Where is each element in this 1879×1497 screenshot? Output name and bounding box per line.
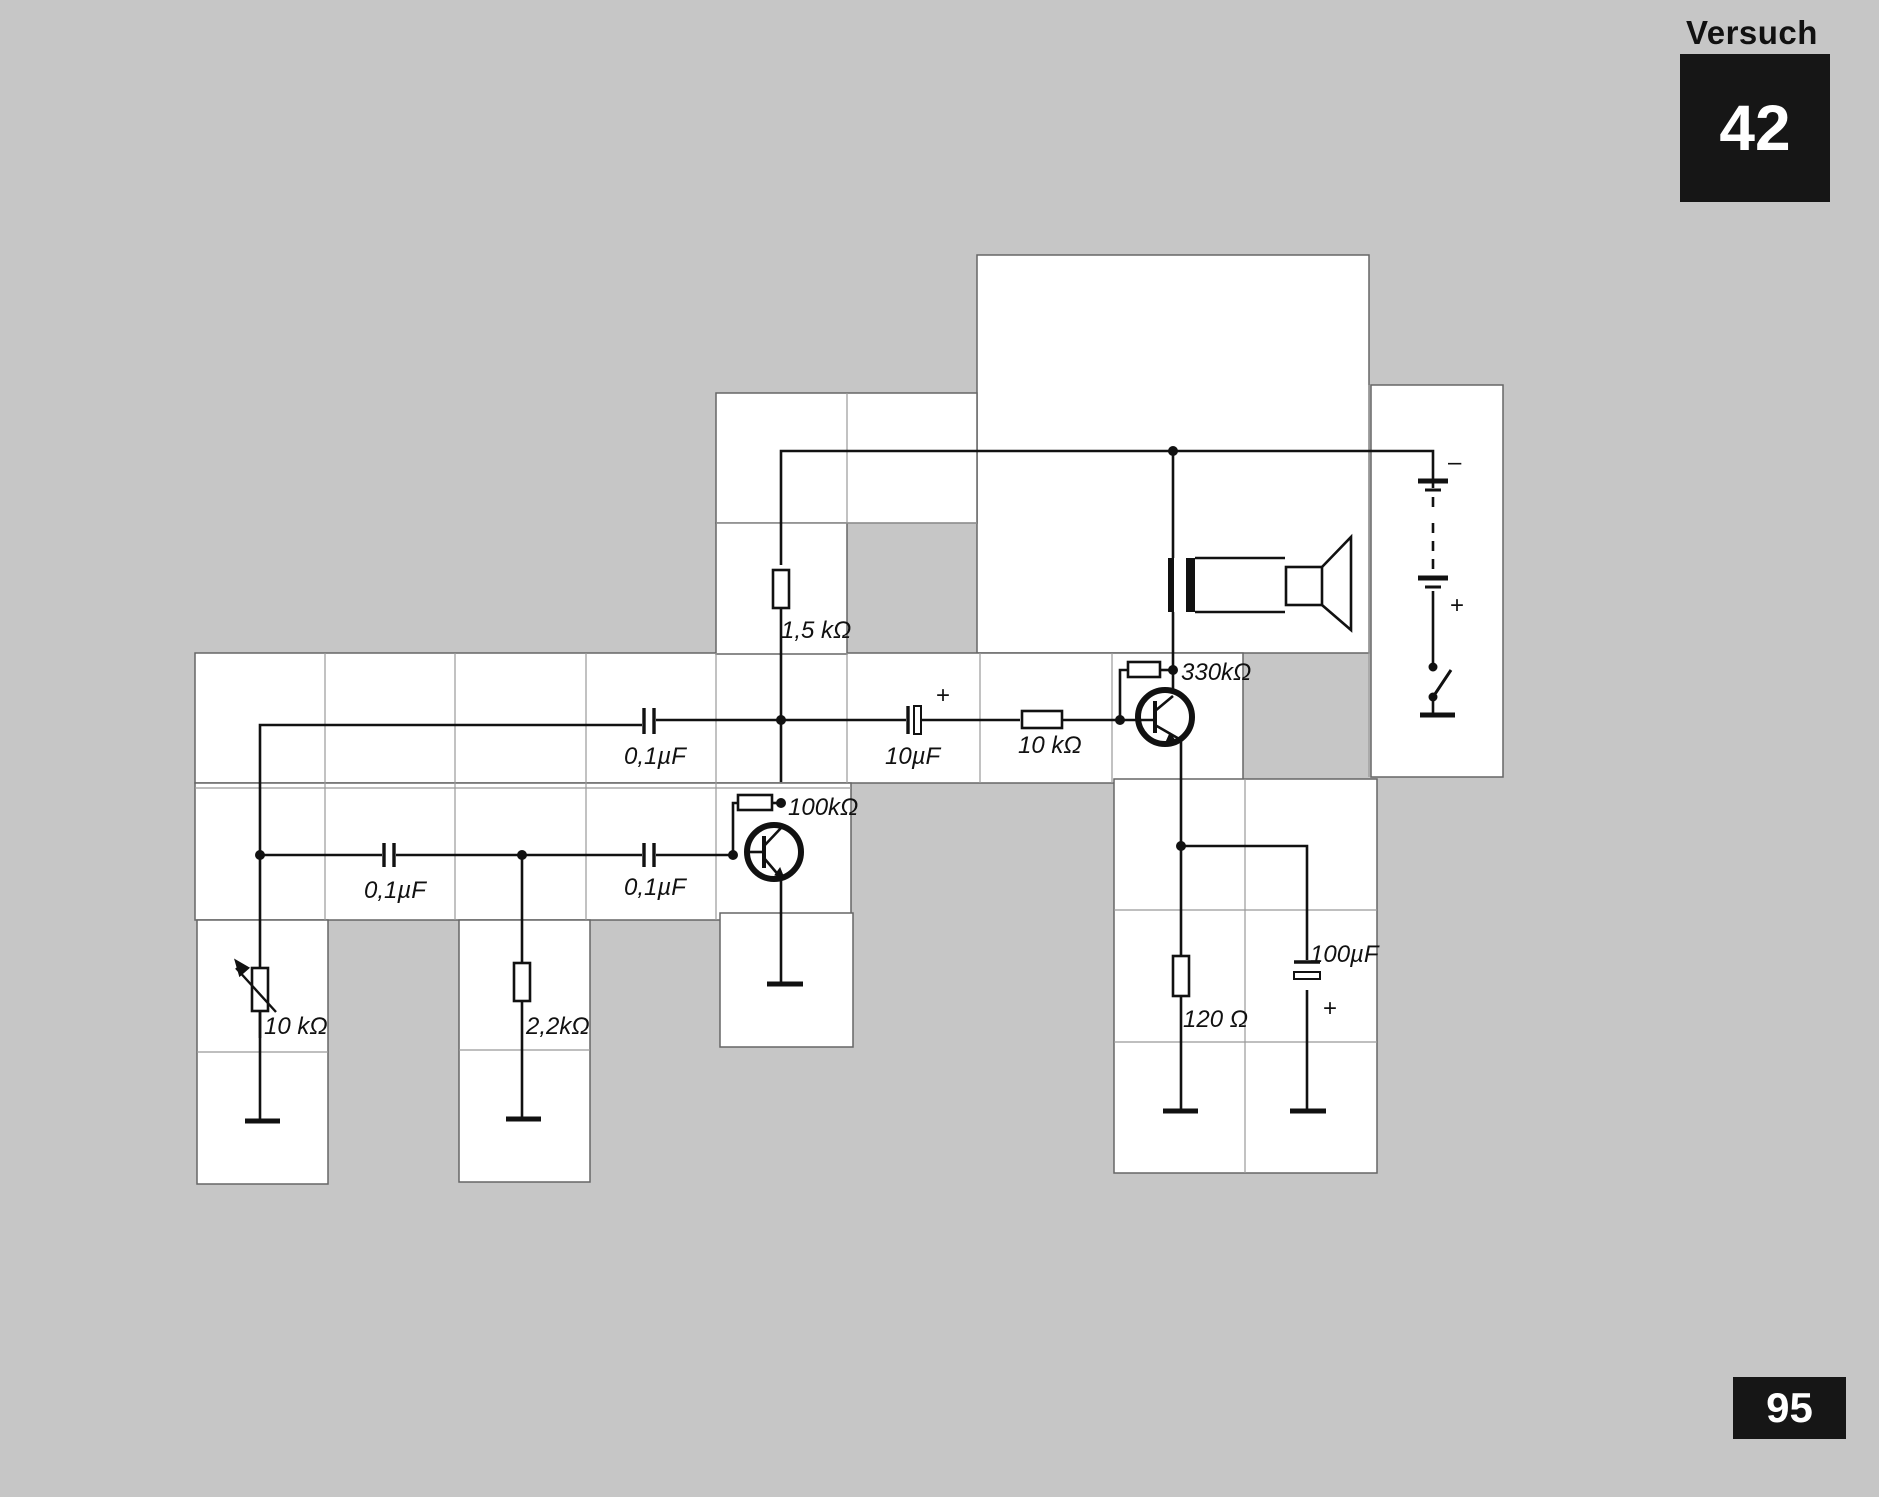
label-plus-c100: + [1323,995,1337,1022]
resistor-10k-base [1020,709,1064,730]
label-r-emitter: 120 Ω [1183,1006,1248,1033]
page-number: 95 [1733,1377,1846,1439]
label-r-input: 2,2kΩ [525,1013,590,1040]
resistor-330k [1126,660,1162,679]
capacitor-0-1uf-top [642,708,656,734]
experiment-number-badge: 42 [1680,54,1830,202]
label-r-collector1: 1,5 kΩ [781,617,851,644]
resistor-2-2k [512,961,532,1003]
label-r-pot: 10 kΩ [264,1013,328,1040]
label-plus-c10: + [936,682,950,709]
label-r-feedback1: 100kΩ [788,794,858,821]
potentiometer-arrow [234,958,277,1013]
resistor-100k [736,793,774,812]
resistor-120 [1171,954,1191,998]
capacitor-100uf [1293,960,1321,980]
panel-grid-lines [195,385,1377,1173]
versuch-label: Versuch [1686,14,1818,51]
label-r-feedback2: 330kΩ [1181,659,1251,686]
component-labels: 1,5 kΩ 0,1µF 10µF 10 kΩ 330kΩ 100kΩ 0,1µ… [264,449,1464,1040]
label-r-base2: 10 kΩ [1018,732,1082,759]
speaker-icon [1168,533,1353,633]
label-c-input2: 0,1µF [624,874,687,901]
module-panels [194,254,1504,1185]
ground-symbols [245,712,1455,1124]
label-c-couple1: 0,1µF [624,743,687,770]
label-battery-plus: + [1450,592,1464,619]
label-c-electrolytic: 10µF [885,743,942,770]
panel-battery [1370,384,1504,778]
capacitor-0-1uf-left [382,843,396,867]
label-c-emitter: 100µF [1310,941,1380,968]
capacitor-0-1uf-right [642,843,656,867]
label-c-input1: 0,1µF [364,877,427,904]
panel-middle-row [194,652,1244,784]
resistor-1-5k [771,568,791,610]
transistor-1 [744,822,804,882]
capacitor-10uf [906,705,922,735]
panel-transistor1-ground [719,912,854,1048]
transistor-2 [1120,687,1195,747]
battery-icon [1418,478,1448,589]
label-battery-minus: – [1448,449,1462,476]
switch-icon [1428,662,1453,702]
capacitors [382,705,1321,980]
panel-input-resistor [458,919,591,1183]
junction-dots [255,446,1186,860]
